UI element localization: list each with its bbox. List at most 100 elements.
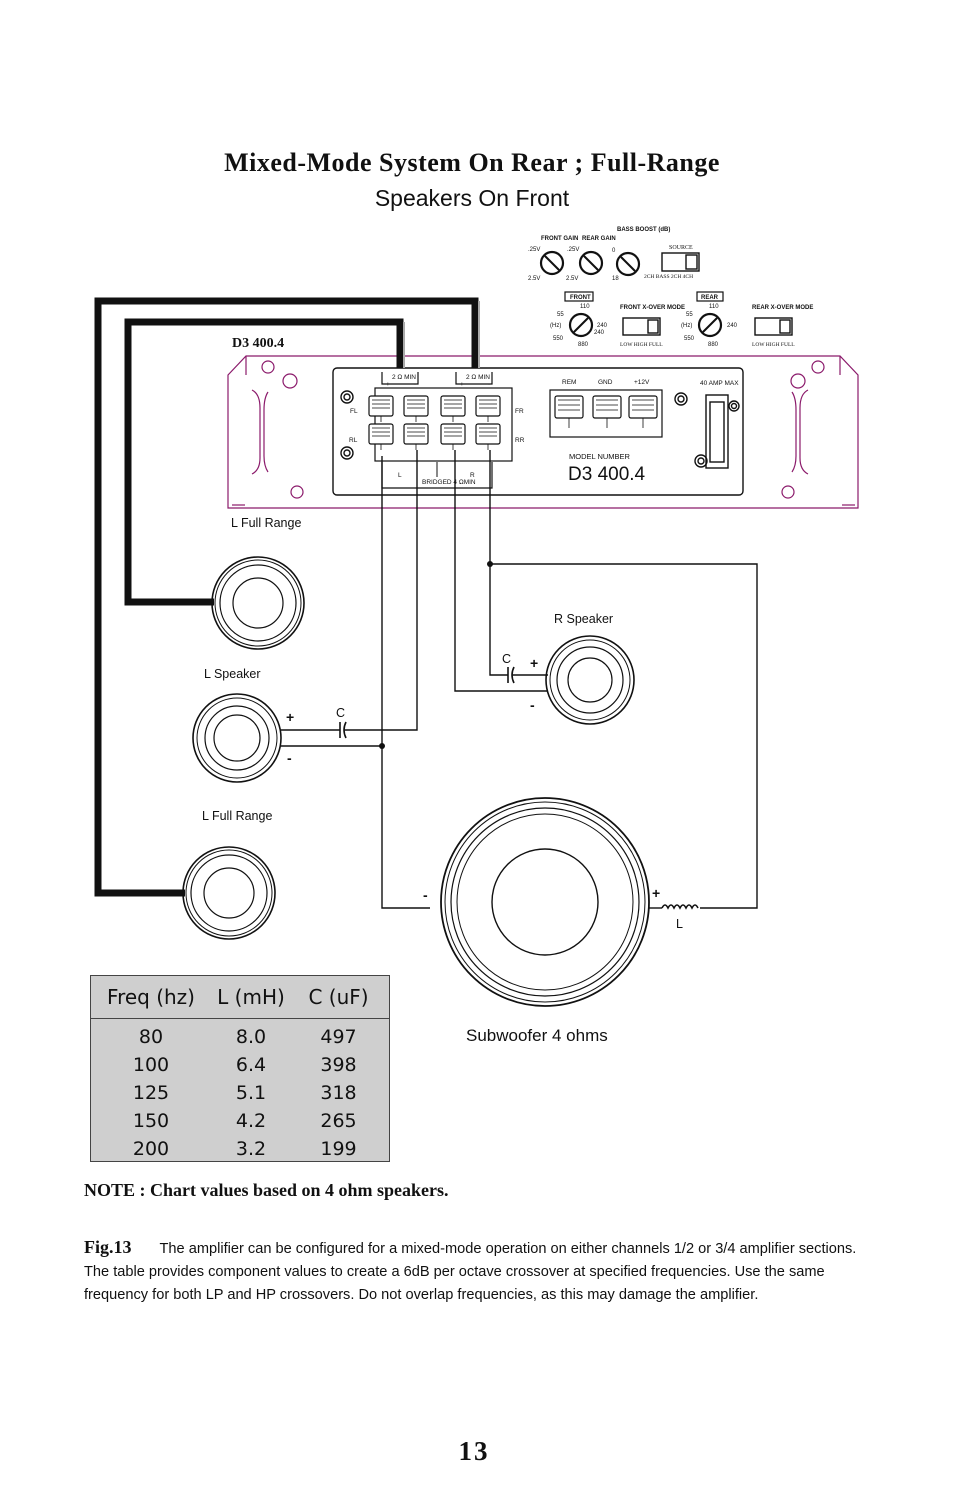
note: NOTE : Chart values based on 4 ohm speak… — [84, 1180, 449, 1200]
front-gain-min: .25V — [528, 247, 540, 253]
rear-freq-55: 55 — [686, 312, 693, 318]
cell-freq: 150 — [132, 1110, 170, 1132]
speaker-l-full-range-top — [211, 556, 305, 650]
source-label: SOURCE — [669, 245, 693, 251]
figure-text: The amplifier can be configured for a mi… — [84, 1241, 857, 1303]
header-l: L (mH) — [217, 985, 285, 1009]
label-l-full-range-bottom: L Full Range — [202, 809, 272, 823]
page-number: 13 — [458, 1436, 490, 1466]
bridged-l-label: L — [398, 472, 402, 479]
speaker-l-tweeter — [192, 693, 282, 783]
cell-c: 318 — [320, 1082, 357, 1104]
front-gain-max: 2.5V — [528, 276, 540, 282]
amp-terminal-labels: 2 Ω MIN 2 Ω MIN + - + - FL RL FR RR L R … — [349, 374, 739, 486]
front-freq-hz: (Hz) — [550, 323, 561, 329]
speaker-l-full-range-bottom — [182, 846, 276, 940]
figure-label: Fig.13 — [84, 1237, 132, 1257]
rear-xover-options: LOW HIGH FULL — [752, 342, 795, 348]
bridged-r-label: R — [470, 472, 475, 479]
rear-gain-label: REAR GAIN — [582, 236, 616, 242]
cell-c: 265 — [320, 1110, 357, 1132]
rear-freq-550: 550 — [684, 336, 695, 342]
term-minus-1: - — [414, 381, 416, 388]
front-freq-880: 880 — [578, 342, 589, 348]
label-subwoofer: Subwoofer 4 ohms — [466, 1026, 608, 1045]
speaker-r — [545, 635, 635, 725]
front-tab — [564, 291, 594, 302]
front-gain-knob[interactable] — [539, 250, 565, 276]
cell-freq: 200 — [132, 1138, 170, 1160]
sub-minus: - — [423, 887, 428, 903]
rear-tab-label: REAR — [701, 295, 719, 301]
cell-c: 199 — [320, 1138, 357, 1160]
diagram-labels: L Full Range L Speaker L Full Range R Sp… — [202, 516, 683, 1045]
cell-freq: 125 — [132, 1082, 170, 1104]
junction-dot-r — [487, 561, 493, 567]
thick-wires — [94, 297, 479, 897]
front-xover-switch[interactable] — [622, 317, 661, 336]
header-freq: Freq (hz) — [107, 985, 195, 1009]
rear-freq-hz: (Hz) — [681, 323, 692, 329]
label-l-full-range-top: L Full Range — [231, 516, 301, 530]
plus12-label: +12V — [634, 379, 650, 386]
label-r-speaker: R Speaker — [554, 612, 613, 626]
table-row: 125 5.1 318 — [91, 1079, 389, 1107]
rear-xover-switch[interactable] — [754, 317, 793, 336]
rem-label: REM — [562, 379, 576, 386]
source-switch[interactable] — [661, 252, 700, 272]
front-gain-label: FRONT GAIN — [541, 236, 578, 242]
boost-max: 18 — [612, 276, 619, 282]
table-row: 150 4.2 265 — [91, 1107, 389, 1135]
cell-c: 398 — [320, 1054, 357, 1076]
term-plus-1: + — [386, 381, 390, 388]
rear-freq-880: 880 — [708, 342, 719, 348]
r-speaker-plus: + — [530, 655, 538, 671]
front-freq-110: 110 — [580, 304, 590, 310]
bass-boost-knob[interactable] — [615, 251, 641, 277]
rear-gain-knob[interactable] — [578, 250, 604, 276]
front-freq-knob[interactable] — [568, 312, 594, 338]
front-freq-550: 550 — [553, 336, 564, 342]
boost-min: 0 — [612, 248, 616, 254]
label-l-speaker: L Speaker — [204, 667, 261, 681]
term-minus-2: - — [488, 381, 490, 388]
amplifier-chassis — [227, 355, 859, 509]
amp-terminal-panel — [332, 367, 744, 496]
cell-c: 497 — [320, 1026, 357, 1048]
fl-label: FL — [350, 408, 358, 415]
thin-wires — [281, 450, 758, 909]
gnd-label: GND — [598, 379, 613, 386]
l-speaker-plus: + — [286, 709, 294, 725]
r-speaker-minus: - — [530, 697, 535, 713]
front-freq-240: 240 — [597, 323, 608, 329]
min-2ohm-left: 2 Ω MIN — [392, 374, 416, 381]
fuse-label: 40 AMP MAX — [700, 380, 739, 387]
label-cap-r: C — [502, 652, 511, 666]
rear-freq-knob[interactable] — [697, 312, 723, 338]
front-xover-label: FRONT X-OVER MODE — [620, 305, 685, 311]
fr-label: FR — [515, 408, 524, 415]
speaker-terminals — [368, 395, 658, 450]
junction-dot-l — [379, 743, 385, 749]
amp-control-panel: FRONT GAIN REAR GAIN BASS BOOST (dB) SOU… — [528, 227, 813, 348]
front-freq-55: 55 — [557, 312, 564, 318]
table-row: 200 3.2 199 — [91, 1135, 389, 1163]
sub-plus: + — [652, 885, 660, 901]
cell-l: 5.1 — [235, 1082, 267, 1104]
cell-freq: 100 — [132, 1054, 170, 1076]
bridged-label: BRIDGED 4 ΩMIN — [422, 479, 476, 486]
label-cap-l: C — [336, 706, 345, 720]
capacitor-l — [339, 721, 347, 739]
cell-l: 3.2 — [235, 1138, 267, 1160]
source-options: 2CH BASS 2CH 4CH — [644, 274, 693, 280]
capacitor-r — [507, 666, 515, 684]
rear-xover-label: REAR X-OVER MODE — [752, 305, 813, 311]
front-tab-label: FRONT — [570, 295, 591, 301]
term-plus-2: + — [460, 381, 464, 388]
table-header: Freq (hz) L (mH) C (uF) — [91, 976, 389, 1019]
cell-l: 4.2 — [235, 1110, 267, 1132]
